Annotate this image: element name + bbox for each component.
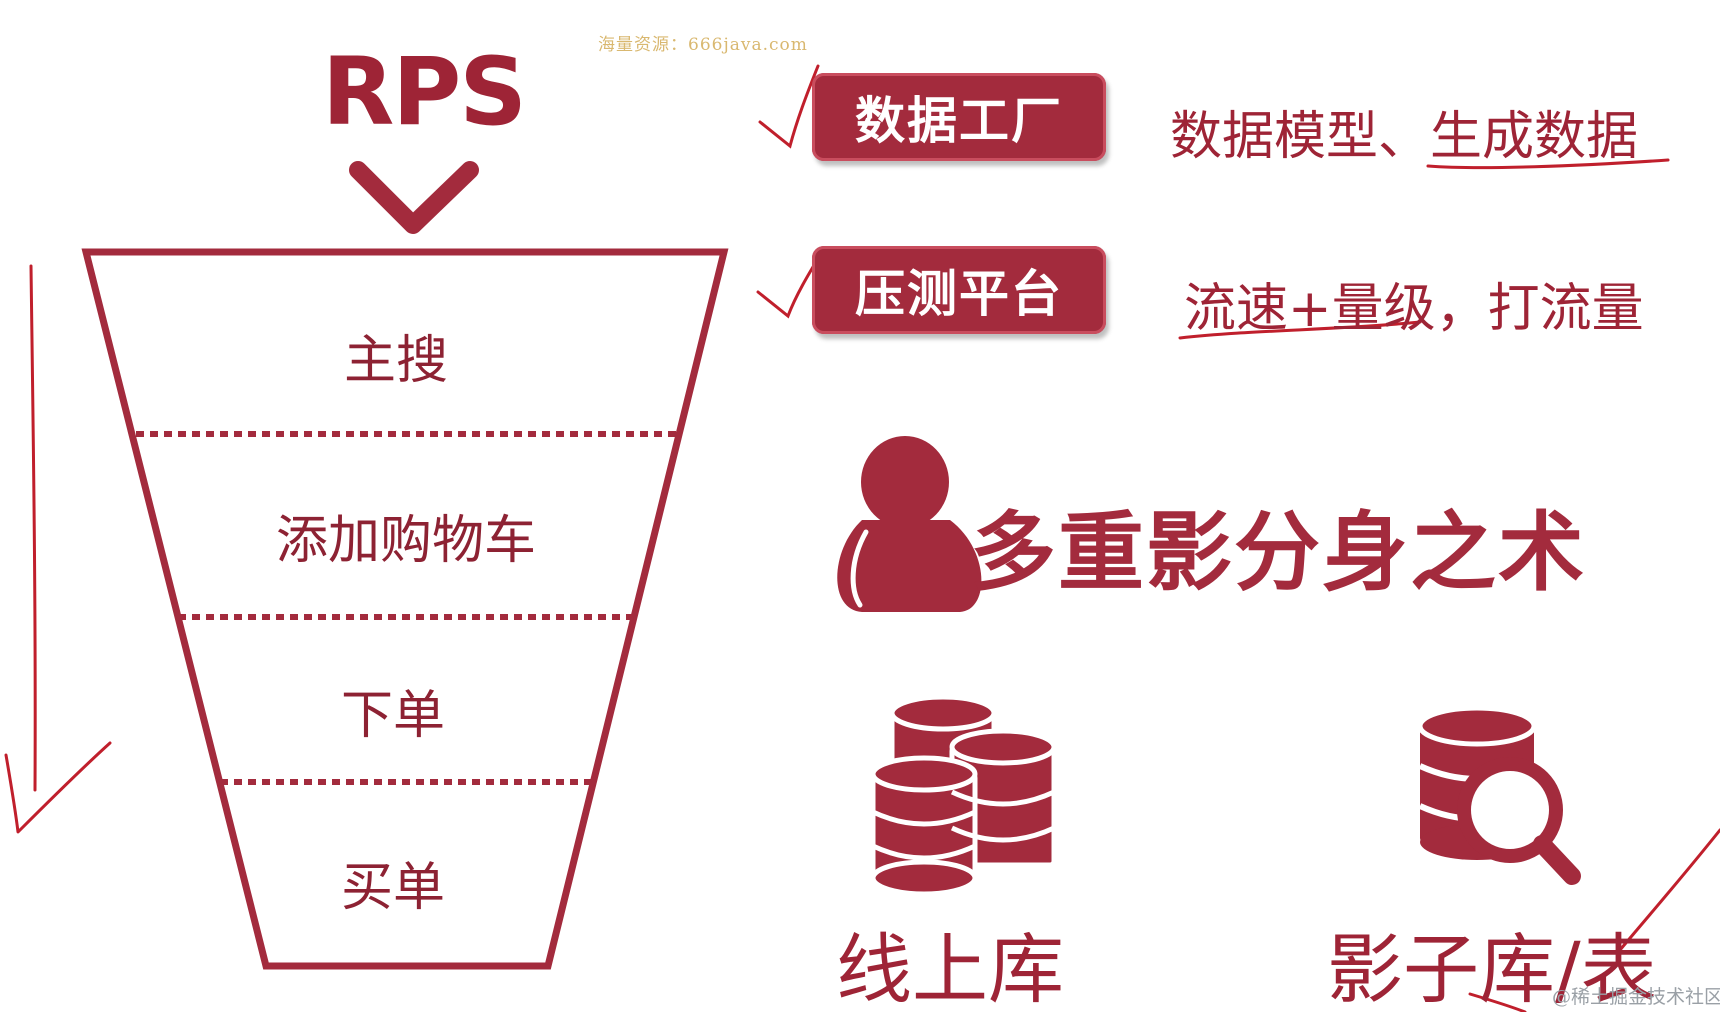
- flow-down-arrow-icon: [29, 264, 37, 792]
- stress-test-platform-tag: 压测平台: [812, 246, 1106, 334]
- desc-plain: ，打流量: [1435, 279, 1644, 339]
- funnel-stage-add-to-cart: 添加购物车: [275, 511, 536, 571]
- desc-plain: 数据模型、: [1170, 107, 1431, 167]
- watermark-bottom: @稀土掘金技术社区: [1552, 986, 1720, 1008]
- desc-underlined: 流速+量级: [1184, 279, 1436, 339]
- online-db-label: 线上库: [836, 925, 1064, 1014]
- funnel-stage-search: 主搜: [343, 331, 448, 391]
- data-factory-tag: 数据工厂: [812, 73, 1106, 161]
- database-stack-icon: [870, 694, 1057, 897]
- shadow-db-label: 影子库/表: [1327, 925, 1657, 1014]
- underline-annotation: [1426, 158, 1670, 170]
- funnel-stage-order: 下单: [340, 686, 445, 746]
- check-mark-icon: [756, 250, 824, 319]
- database-search-icon: [1417, 705, 1581, 885]
- rps-chevron-icon: [349, 161, 479, 234]
- check-mark-icon: [758, 64, 820, 149]
- watermark-top: 海量资源：666java.com: [598, 35, 808, 55]
- pen-stroke-annotation: [1618, 828, 1720, 952]
- main-heading: 多重影分身之术: [970, 503, 1586, 603]
- funnel-outline: [81, 248, 729, 970]
- person-icon: [837, 436, 982, 612]
- desc-underlined: 生成数据: [1430, 107, 1639, 167]
- funnel-stage-pay: 买单: [340, 858, 445, 918]
- underline-annotation: [1178, 320, 1422, 340]
- data-factory-description: 数据模型、生成数据: [1170, 94, 1638, 169]
- stress-test-description: 流速+量级，打流量: [1184, 266, 1644, 341]
- rps-title: RPS: [322, 38, 527, 147]
